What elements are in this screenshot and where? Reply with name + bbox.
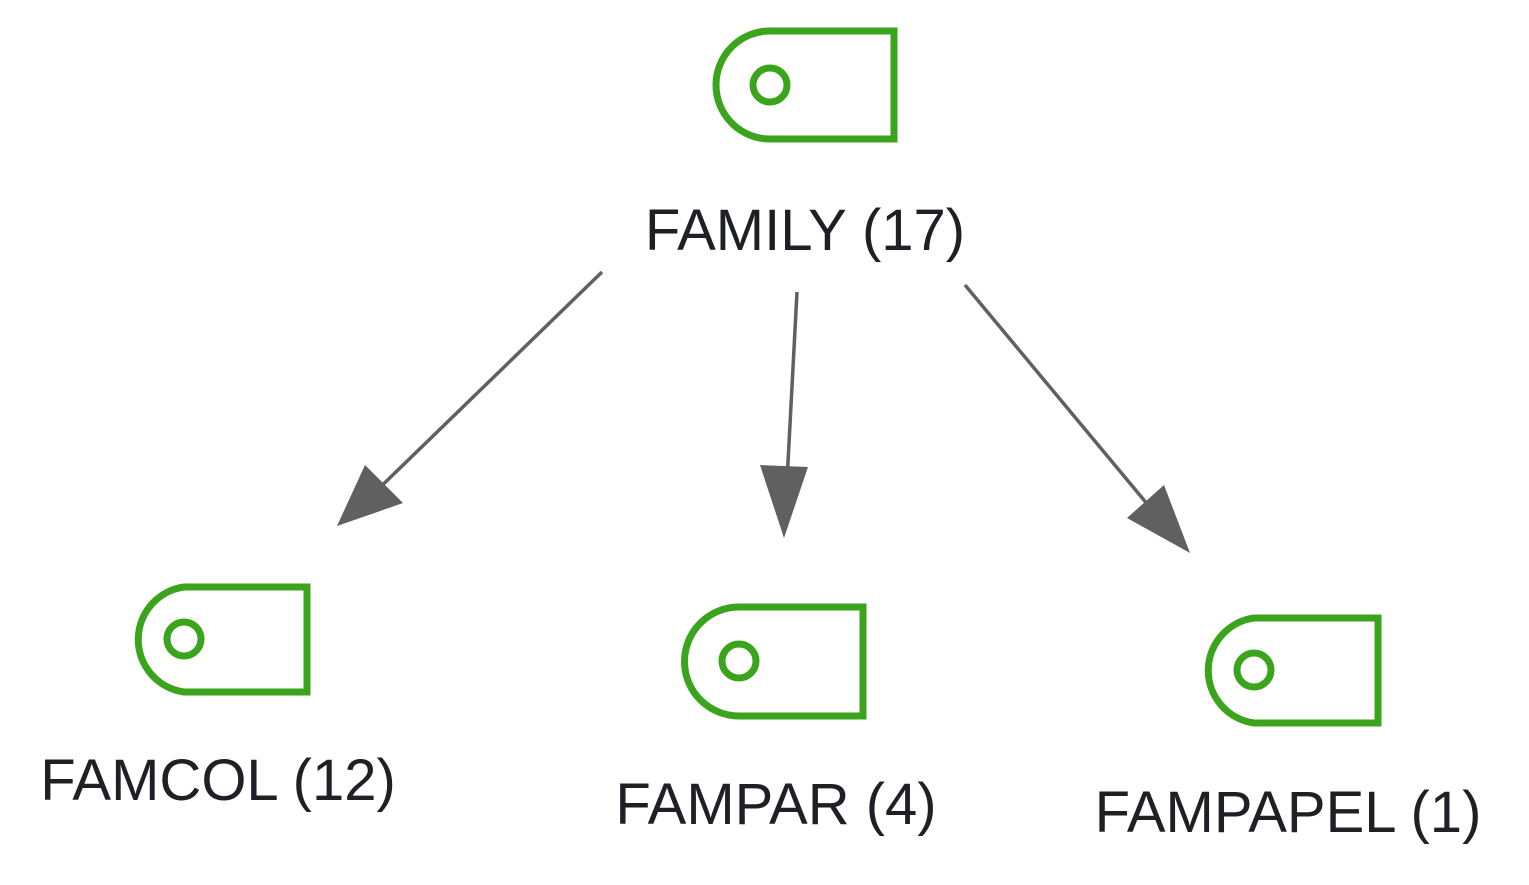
node-fampar[interactable]: FAMPAR (4) [615,603,937,837]
tag-icon [134,583,311,696]
node-fampapel[interactable]: FAMPAPEL (1) [1095,614,1482,845]
edge-family-to-fampapel [963,283,1190,553]
tag-dot [163,618,205,660]
node-label: FAMPAR (4) [615,772,936,837]
tag-dot [718,640,760,682]
tag-dot [1233,649,1275,691]
node-famcol[interactable]: FAMCOL (12) [40,583,396,813]
arrowhead [1127,485,1190,553]
node-label: FAMCOL (12) [40,748,396,813]
edge-family-to-famcol [337,270,604,526]
edges [337,270,1190,553]
edge-family-to-fampar [760,291,808,538]
node-label: FAMPAPEL (1) [1095,780,1482,845]
tag-icon [1204,614,1382,727]
arrowhead [760,465,808,538]
tag-icon [681,603,867,720]
node-label: FAMILY (17) [645,198,965,263]
tag-dot [749,64,791,106]
tag-icon [712,27,898,143]
node-family[interactable]: FAMILY (17) [645,27,965,263]
arrowhead [337,465,403,526]
